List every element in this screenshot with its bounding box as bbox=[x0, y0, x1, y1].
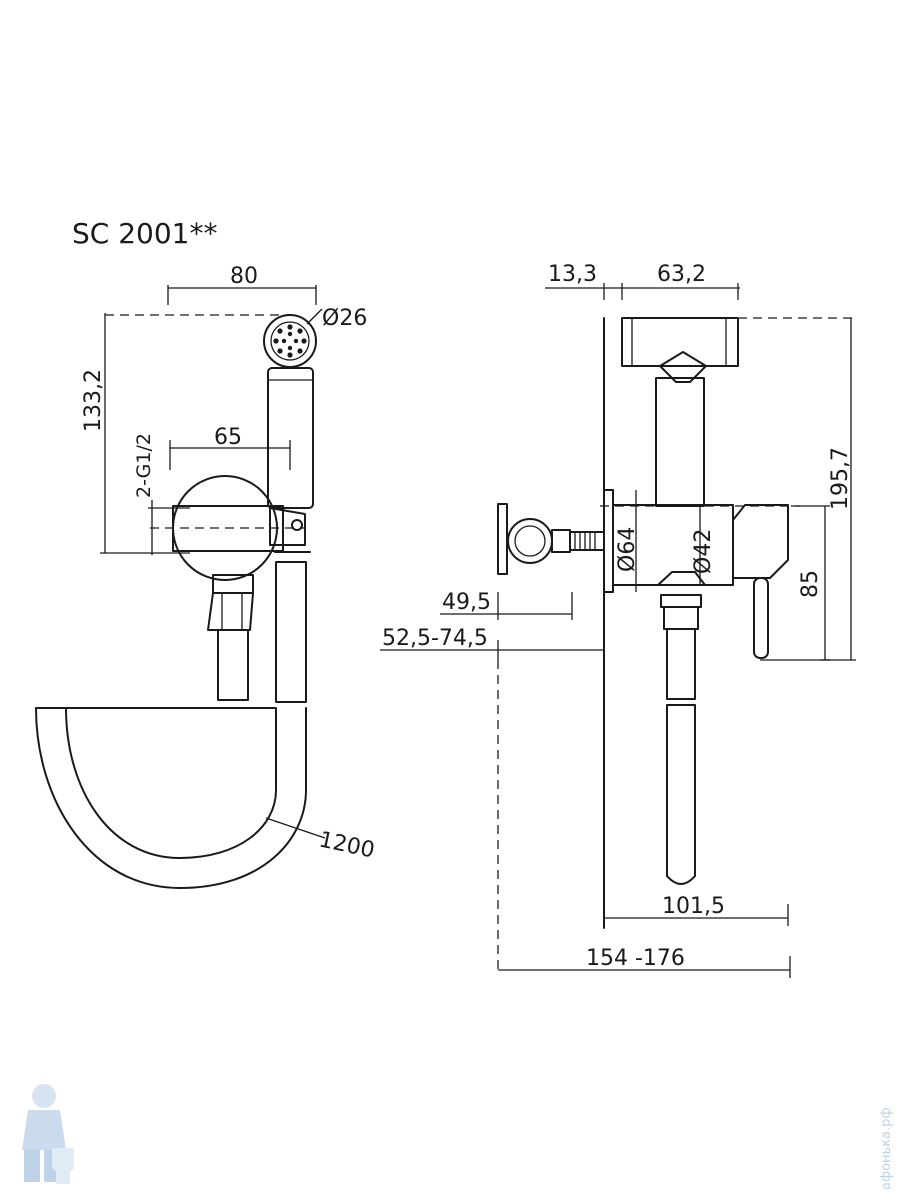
front-view: 80 133,2 Ø26 65 2-G1/2 bbox=[35, 264, 377, 889]
wall-connector-plate bbox=[497, 503, 508, 575]
plumber-logo bbox=[22, 1084, 74, 1184]
head-neck bbox=[659, 351, 707, 383]
dim-head-diameter: Ø26 bbox=[322, 306, 367, 331]
lever-base bbox=[212, 574, 254, 594]
watermark-text: афонька.рф bbox=[879, 1107, 894, 1190]
dim-total-height: 195,7 bbox=[828, 447, 853, 510]
hose-side-lower bbox=[666, 704, 696, 885]
lever-handle bbox=[217, 629, 249, 701]
dim-total-depth: 154 -176 bbox=[586, 946, 685, 971]
dim-depth-range: 52,5-74,5 bbox=[382, 626, 488, 651]
hose-nut-top bbox=[660, 594, 702, 608]
wall-plate bbox=[603, 489, 614, 593]
dim-thread: 2-G1/2 bbox=[133, 433, 155, 498]
head-side bbox=[621, 317, 739, 367]
handle bbox=[267, 367, 314, 509]
dim-depth-a: 49,5 bbox=[442, 590, 491, 615]
dim-top-right-width: 63,2 bbox=[657, 262, 706, 287]
handle-side bbox=[655, 377, 705, 507]
lever-side bbox=[732, 504, 789, 579]
hose-nut bbox=[663, 606, 699, 630]
dim-body-outer: Ø64 bbox=[615, 527, 640, 572]
hose bbox=[35, 707, 307, 889]
model-title: SC 2001** bbox=[72, 217, 217, 250]
dim-height-left: 133,2 bbox=[81, 369, 106, 432]
side-view: 13,3 63,2 195,7 Ø64 Ø42 85 bbox=[380, 262, 856, 978]
dim-top-width: 80 bbox=[230, 264, 258, 289]
dim-lower-height: 85 bbox=[798, 570, 823, 598]
lever-rod bbox=[753, 577, 769, 659]
dim-spacing: 65 bbox=[214, 425, 242, 450]
spray-holes bbox=[273, 324, 307, 358]
hose-upper bbox=[275, 561, 307, 703]
dim-hose-length: 1200 bbox=[317, 827, 377, 863]
dim-offset-wall: 13,3 bbox=[548, 262, 597, 287]
dim-body-inner: Ø42 bbox=[691, 529, 716, 574]
hose-side-upper bbox=[666, 628, 696, 700]
holder-clip bbox=[269, 507, 306, 546]
thread-pipe bbox=[569, 531, 605, 551]
lever-stem bbox=[207, 592, 254, 631]
dim-projection: 101,5 bbox=[662, 894, 725, 919]
